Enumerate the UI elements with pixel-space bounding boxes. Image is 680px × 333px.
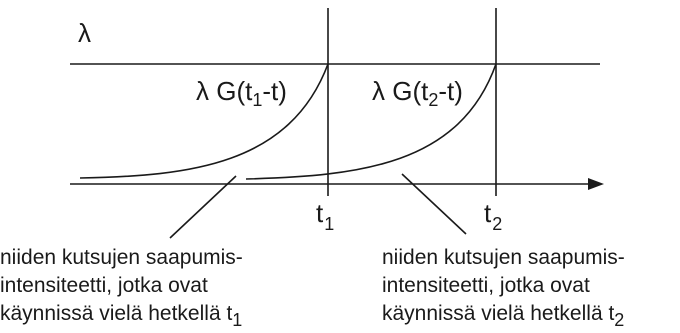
- caption-left-line1: niiden kutsujen saapumis-: [0, 246, 243, 269]
- caption-right-line2: intensiteetti, jotka ovat: [382, 274, 590, 297]
- t2-label: t2: [484, 198, 502, 234]
- curve-g-t2: [245, 63, 497, 180]
- caption-right: niiden kutsujen saapumis- intensiteetti,…: [382, 246, 625, 330]
- curve-g-t1: [79, 63, 329, 179]
- curve1-label: λ G(t1-t): [196, 76, 287, 110]
- time-axis-arrowhead: [588, 178, 604, 190]
- caption-left: niiden kutsujen saapumis- intensiteetti,…: [0, 246, 243, 330]
- caption-left-line3: käynnissä vielä hetkellä t1: [0, 302, 242, 330]
- caption-left-line2: intensiteetti, jotka ovat: [0, 274, 208, 297]
- t1-label: t1: [316, 198, 334, 234]
- caption-right-line3: käynnissä vielä hetkellä t2: [382, 302, 624, 330]
- pointer-line-right: [401, 173, 467, 235]
- caption-right-line1: niiden kutsujen saapumis-: [382, 246, 625, 269]
- pointer-line-left: [169, 175, 237, 239]
- lambda-label: λ: [78, 18, 91, 48]
- curve2-label: λ G(t2-t): [372, 76, 463, 110]
